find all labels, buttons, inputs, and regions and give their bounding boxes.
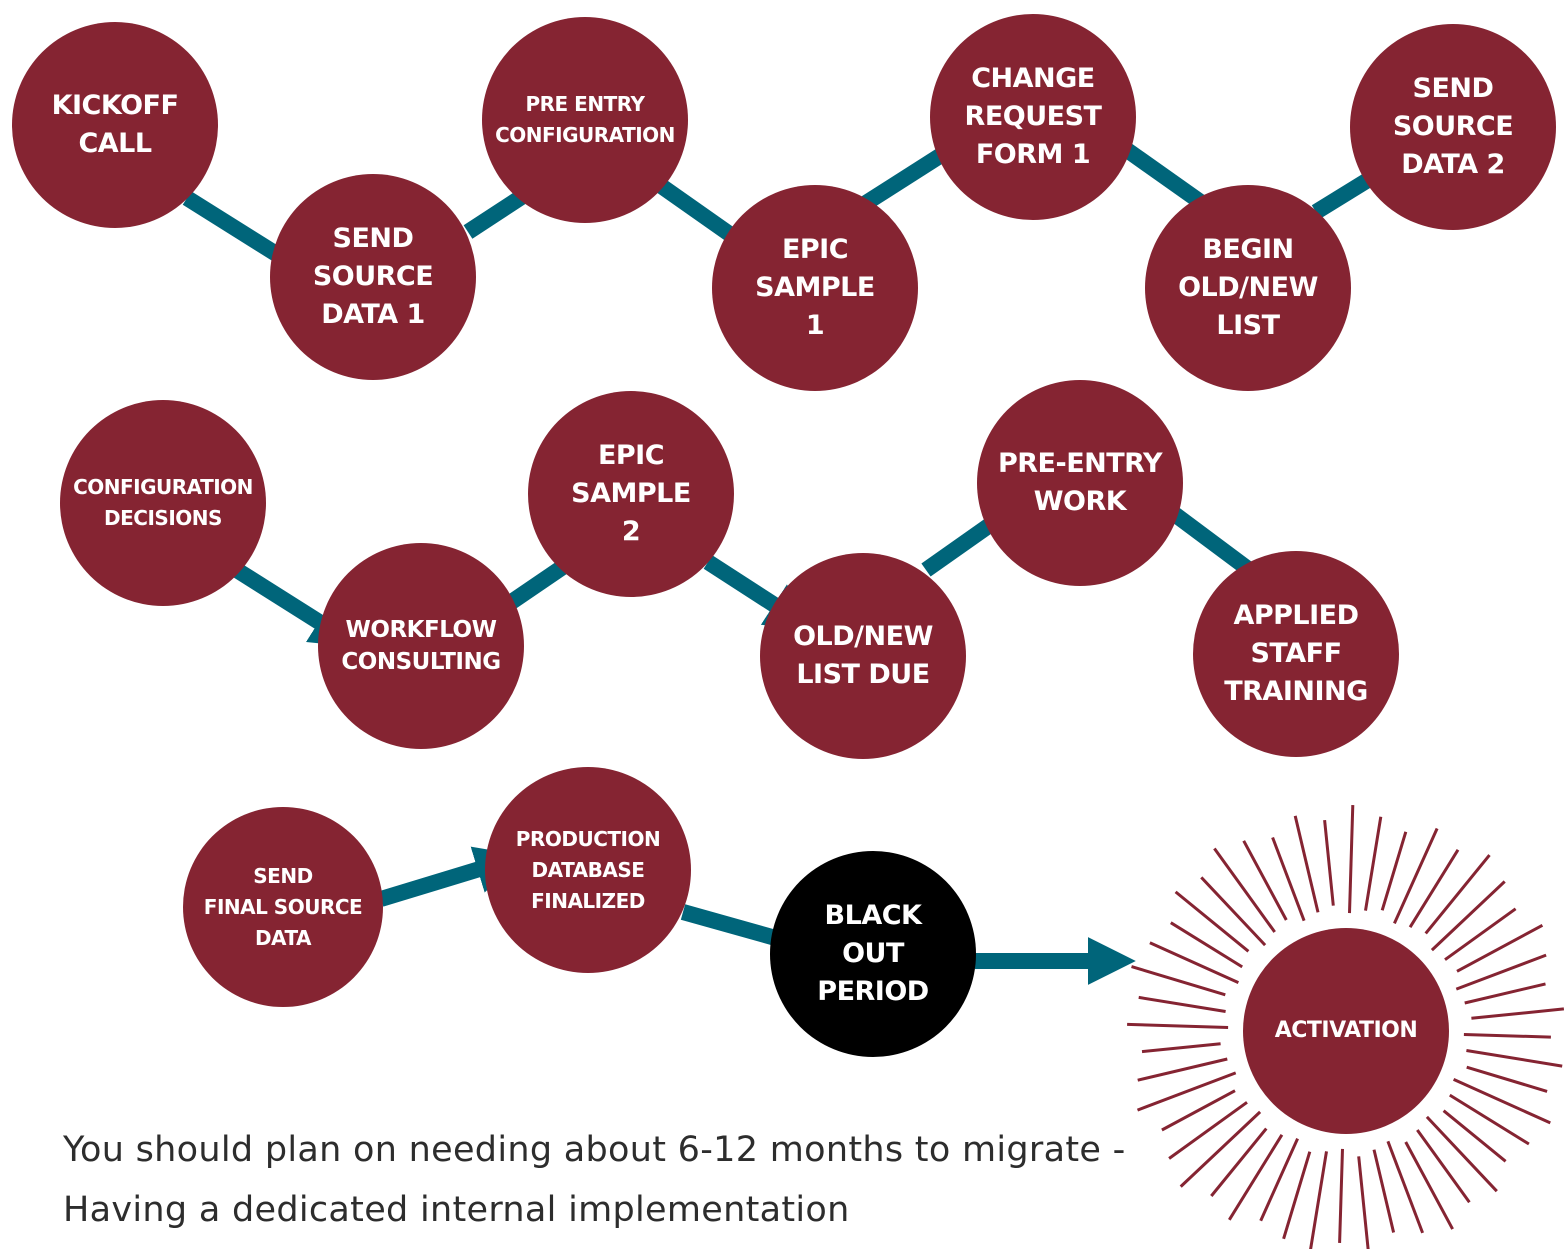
node-label-applied-staff-training: APPLIED STAFF TRAINING xyxy=(1224,600,1368,707)
sunburst-ray xyxy=(1179,1110,1262,1188)
node-send-final-source-data: SEND FINAL SOURCE DATA xyxy=(183,807,383,1007)
sunburst-ray xyxy=(1271,836,1306,922)
sunburst-ray xyxy=(1141,1042,1221,1054)
node-label-pre-entry-work: PRE-ENTRY WORK xyxy=(997,448,1163,517)
sunburst-ray xyxy=(1386,1140,1425,1234)
flow-arrows xyxy=(182,122,1414,985)
sunburst-ray xyxy=(1210,1127,1268,1197)
sunburst-ray xyxy=(1242,840,1288,921)
sunburst-ray xyxy=(1348,805,1355,914)
sunburst-ray xyxy=(1228,1134,1284,1221)
sunburst-ray xyxy=(1259,1137,1299,1222)
sunburst-ray xyxy=(1449,1093,1530,1146)
node-label-send-source-data-2: SEND SOURCE DATA 2 xyxy=(1392,73,1514,180)
sunburst-ray xyxy=(1149,941,1240,984)
sunburst-ray xyxy=(1131,965,1226,997)
node-label-old-new-list-due: OLD/NEW LIST DUE xyxy=(793,621,933,690)
node-label-change-request-form-1: CHANGE REQUEST FORM 1 xyxy=(964,63,1102,170)
sunburst-ray xyxy=(1456,923,1544,973)
sunburst-ray xyxy=(1168,1101,1248,1160)
node-old-new-list-due: OLD/NEW LIST DUE xyxy=(760,553,966,759)
sunburst-ray xyxy=(1404,1141,1454,1230)
node-label-send-source-data-1: SEND SOURCE DATA 1 xyxy=(312,223,434,330)
flow-arrow-config-decisions-to-workflow xyxy=(227,560,360,648)
node-applied-staff-training: APPLIED STAFF TRAINING xyxy=(1193,551,1399,757)
sunburst-ray xyxy=(1161,1089,1236,1132)
node-configuration-decisions: CONFIGURATION DECISIONS xyxy=(60,400,266,606)
sunburst-ray xyxy=(1170,921,1243,969)
activation-sunburst xyxy=(1127,805,1565,1249)
sunburst-ray xyxy=(1408,849,1460,928)
node-black-out-period: BLACK OUT PERIOD xyxy=(770,851,976,1057)
sunburst-ray xyxy=(1444,907,1517,961)
sunburst-ray xyxy=(1424,854,1491,935)
sunburst-ray xyxy=(1127,1022,1229,1029)
footer-note: You should plan on needing about 6-12 mo… xyxy=(63,1130,1126,1230)
sunburst-ray xyxy=(1452,1078,1551,1125)
sunburst-ray xyxy=(1282,1151,1312,1240)
sunburst-ray xyxy=(1136,1071,1237,1112)
sunburst-ray xyxy=(1466,1049,1563,1068)
node-label-epic-sample-2: EPIC SAMPLE 2 xyxy=(571,440,691,547)
node-change-request-form-1: CHANGE REQUEST FORM 1 xyxy=(930,14,1136,220)
node-label-configuration-decisions: CONFIGURATION DECISIONS xyxy=(73,475,253,530)
node-label-black-out-period: BLACK OUT PERIOD xyxy=(817,900,929,1007)
sunburst-ray xyxy=(1380,831,1408,911)
node-pre-entry-configuration: PRE ENTRY CONFIGURATION xyxy=(482,17,688,223)
node-production-database-finalized: PRODUCTION DATABASE FINALIZED xyxy=(485,767,691,973)
node-label-kickoff-call: KICKOFF CALL xyxy=(51,90,179,159)
node-workflow-consulting: WORKFLOW CONSULTING xyxy=(318,543,524,749)
sunburst-ray xyxy=(1174,890,1250,953)
node-send-source-data-1: SEND SOURCE DATA 1 xyxy=(270,174,476,380)
node-epic-sample-2: EPIC SAMPLE 2 xyxy=(528,391,734,597)
sunburst-ray xyxy=(1455,953,1547,991)
node-activation: ACTIVATION xyxy=(1243,928,1449,1134)
node-label-activation: ACTIVATION xyxy=(1274,1018,1418,1043)
sunburst-ray xyxy=(1463,1033,1551,1039)
sunburst-ray xyxy=(1466,1065,1548,1093)
sunburst-ray xyxy=(1200,876,1267,947)
sunburst-ray xyxy=(1464,982,1546,1005)
node-label-pre-entry-configuration: PRE ENTRY CONFIGURATION xyxy=(495,92,675,147)
sunburst-ray xyxy=(1442,1109,1507,1163)
sunburst-ray xyxy=(1213,847,1276,933)
sunburst-ray xyxy=(1372,1149,1396,1233)
sunburst-ray xyxy=(1425,1115,1498,1193)
node-kickoff-call: KICKOFF CALL xyxy=(12,22,218,228)
node-send-source-data-2: SEND SOURCE DATA 2 xyxy=(1350,24,1556,230)
node-label-epic-sample-1: EPIC SAMPLE 1 xyxy=(755,234,875,341)
sunburst-ray xyxy=(1393,827,1439,925)
flow-arrow-final-source-to-production-db xyxy=(378,846,524,907)
sunburst-ray xyxy=(1138,995,1226,1013)
node-pre-entry-work: PRE-ENTRY WORK xyxy=(977,380,1183,586)
node-label-workflow-consulting: WORKFLOW CONSULTING xyxy=(341,617,501,675)
node-label-begin-old-new-list: BEGIN OLD/NEW LIST xyxy=(1178,234,1318,341)
sunburst-ray xyxy=(1323,819,1335,906)
sunburst-ray xyxy=(1471,1007,1565,1020)
sunburst-ray xyxy=(1357,1156,1370,1249)
sunburst-ray xyxy=(1430,880,1506,952)
node-epic-sample-1: EPIC SAMPLE 1 xyxy=(712,185,918,391)
sunburst-ray xyxy=(1309,1151,1328,1249)
node-begin-old-new-list: BEGIN OLD/NEW LIST xyxy=(1145,185,1351,391)
sunburst-ray xyxy=(1293,815,1320,913)
node-label-production-database-finalized: PRODUCTION DATABASE FINALIZED xyxy=(515,826,661,913)
sunburst-ray xyxy=(1364,816,1383,911)
node-label-send-final-source-data: SEND FINAL SOURCE DATA xyxy=(203,863,363,950)
sunburst-ray xyxy=(1137,1057,1228,1082)
sunburst-ray xyxy=(1416,1129,1471,1204)
sunburst-ray xyxy=(1338,1148,1344,1243)
